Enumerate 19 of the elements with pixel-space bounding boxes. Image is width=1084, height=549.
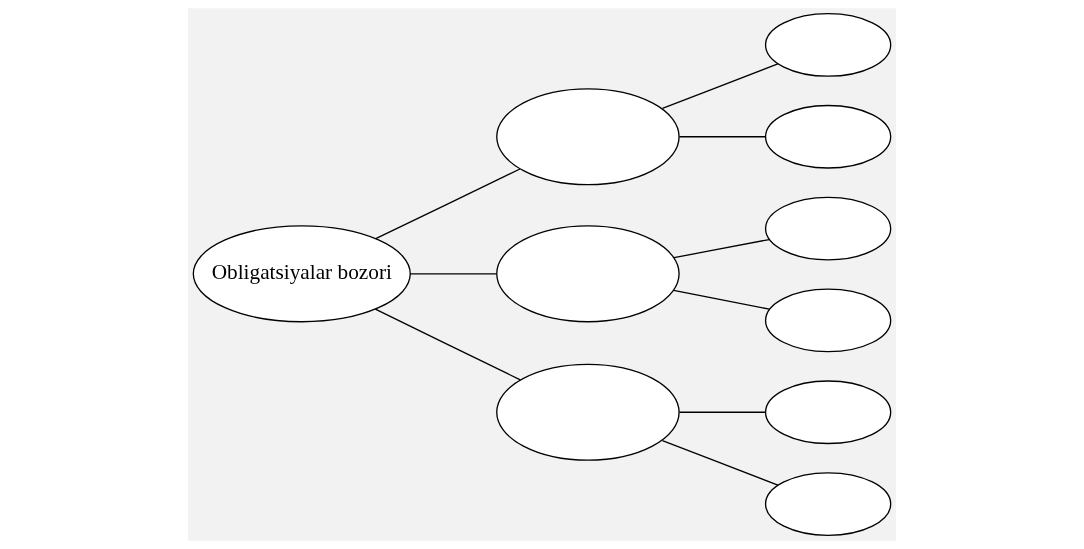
connector	[661, 439, 779, 486]
node-ellipse	[764, 380, 892, 445]
node-ellipse: Obligatsiyalar bozori	[192, 225, 411, 323]
node-ellipse	[496, 225, 680, 323]
node-ellipse	[496, 88, 680, 186]
connector	[375, 168, 521, 240]
node-ellipse	[764, 472, 892, 536]
connector	[673, 289, 771, 310]
connector	[678, 411, 767, 413]
node-ellipse	[764, 196, 892, 261]
connector	[409, 273, 498, 275]
node-ellipse	[764, 288, 892, 353]
node-ellipse	[764, 13, 892, 77]
node-ellipse	[496, 363, 680, 461]
connector	[673, 238, 770, 259]
node-ellipse	[764, 104, 892, 169]
connector	[374, 308, 521, 381]
connector	[661, 63, 779, 110]
connector	[678, 136, 767, 138]
